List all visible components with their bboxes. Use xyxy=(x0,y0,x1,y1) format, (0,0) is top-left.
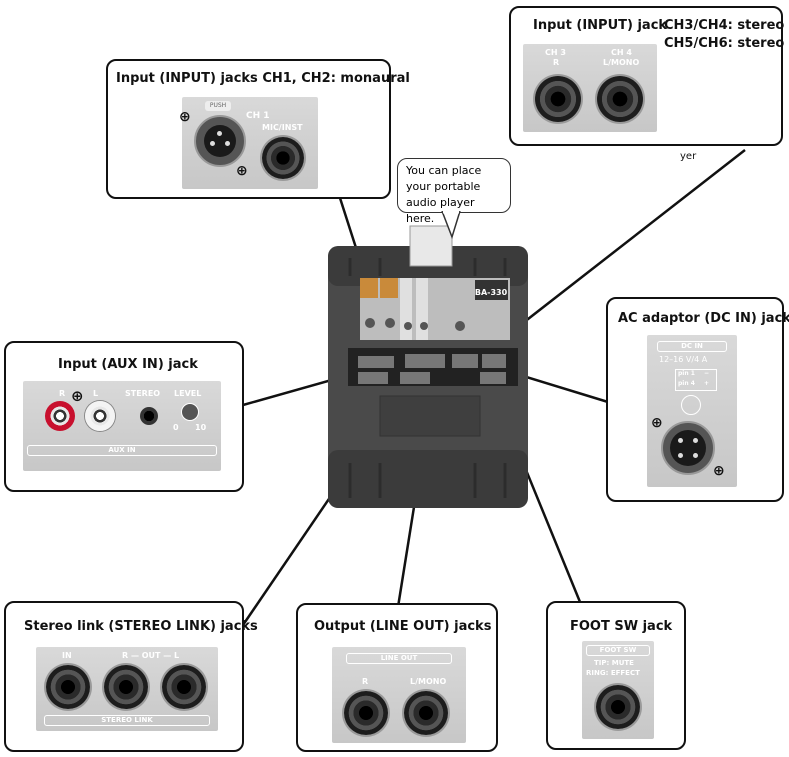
callout-subtitle-2: CH5/CH6: stereo xyxy=(664,36,785,51)
callout-subtitle-1: CH3/CH4: stereo xyxy=(664,18,785,33)
xlr-jack[interactable] xyxy=(194,115,246,167)
dc-in-bar: DC IN xyxy=(657,341,727,352)
dc-in-panel: DC IN 12–16 V/4 A pin 1 − pin 4 + ⊕ ⊕ xyxy=(647,335,737,487)
level-min: 0 xyxy=(173,423,179,432)
screw-icon: ⊕ xyxy=(236,163,248,179)
rca-r-jack[interactable] xyxy=(45,401,75,431)
foot-sw-panel: FOOT SW TIP: MUTE RING: EFFECT xyxy=(582,641,654,739)
callout-title: AC adaptor (DC IN) jack xyxy=(618,311,789,326)
level-max: 10 xyxy=(195,423,207,432)
link-out-label: R — OUT — L xyxy=(122,651,180,660)
ch4-lmono-label: L/MONO xyxy=(603,58,640,67)
pin4-sign: + xyxy=(704,380,710,387)
aux-level-label: LEVEL xyxy=(174,389,202,398)
line-out-panel: LINE OUT R L/MONO xyxy=(332,647,466,743)
link-out-l-jack[interactable] xyxy=(162,665,206,709)
dc-in-jack[interactable] xyxy=(661,421,715,475)
ch1-panel: PUSH CH 1 MIC/INST ⊕ ⊕ xyxy=(179,97,318,189)
bubble-text: You can place your portable audio player… xyxy=(406,164,482,225)
mic-inst-label: MIC/INST xyxy=(262,123,303,132)
screw-icon: ⊕ xyxy=(71,387,84,405)
line-out-l-label: L/MONO xyxy=(410,677,447,686)
callout-line-out: Output (LINE OUT) jacks LINE OUT R L/MON… xyxy=(296,603,498,752)
pin-table: pin 1 − pin 4 + xyxy=(675,369,717,391)
pin1-sign: − xyxy=(704,370,710,377)
stereo-link-panel: IN R — OUT — L STEREO LINK xyxy=(36,647,218,731)
aux-r-label: R xyxy=(59,389,66,398)
ch3-r-label: R xyxy=(553,58,560,67)
screw-icon: ⊕ xyxy=(179,109,191,125)
foot-sw-bar: FOOT SW xyxy=(586,645,650,656)
ch1-label: CH 1 xyxy=(246,111,270,121)
callout-title: Stereo link (STEREO LINK) jacks xyxy=(24,619,258,634)
ch3-ch4-panel: CH 3 R CH 4 L/MONO xyxy=(523,44,657,132)
callout-dc-in: AC adaptor (DC IN) jack DC IN 12–16 V/4 … xyxy=(606,297,789,502)
stereo-link-bar: STEREO LINK xyxy=(44,715,210,726)
callout-title: Input (INPUT) jacks CH1, CH2: monaural xyxy=(116,71,410,86)
link-in-jack[interactable] xyxy=(46,665,90,709)
line-out-bar: LINE OUT xyxy=(346,653,452,664)
line-out-r-label: R xyxy=(362,677,369,686)
screw-icon: ⊕ xyxy=(651,415,663,431)
aux-in-panel: R L STEREO LEVEL 0 10 AUX IN ⊕ xyxy=(23,381,221,471)
callout-foot-sw: FOOT SW jack FOOT SW TIP: MUTE RING: EFF… xyxy=(546,601,686,750)
callout-title: Input (AUX IN) jack xyxy=(58,357,198,372)
aux-stereo-label: STEREO xyxy=(125,389,161,398)
callout-title: Input (INPUT) jack xyxy=(533,18,668,33)
speech-bubble: You can place your portable audio player… xyxy=(397,158,511,225)
foot-sw-ring: RING: EFFECT xyxy=(586,669,640,677)
callout-title: Output (LINE OUT) jacks xyxy=(314,619,492,634)
callout-aux-in: Input (AUX IN) jack R L STEREO LEVEL 0 1… xyxy=(4,341,244,492)
ch3-jack[interactable] xyxy=(535,76,581,122)
foot-sw-tip: TIP: MUTE xyxy=(594,659,634,667)
mic-inst-jack[interactable] xyxy=(262,137,304,179)
pin-diagram-icon xyxy=(681,395,701,415)
line-out-r-jack[interactable] xyxy=(344,691,388,735)
callout-ch1-ch2: Input (INPUT) jacks CH1, CH2: monaural P… xyxy=(106,59,410,199)
ch3-label: CH 3 xyxy=(545,48,566,57)
callout-ch3-ch6: Input (INPUT) jack CH3/CH4: stereo CH5/C… xyxy=(509,6,785,146)
stereo-mini-jack[interactable] xyxy=(140,407,158,425)
stray-text: yer xyxy=(680,151,697,162)
dc-voltage: 12–16 V/4 A xyxy=(659,355,708,364)
screw-icon: ⊕ xyxy=(713,463,725,479)
amplifier-device: BA-330 xyxy=(328,225,528,508)
link-in-label: IN xyxy=(62,651,72,660)
ch4-jack[interactable] xyxy=(597,76,643,122)
callout-title: FOOT SW jack xyxy=(570,619,673,634)
ch4-label: CH 4 xyxy=(611,48,632,57)
aux-in-bar: AUX IN xyxy=(27,445,217,456)
aux-l-label: L xyxy=(93,389,99,398)
bubble-tail xyxy=(441,211,461,240)
foot-sw-jack[interactable] xyxy=(596,685,640,729)
pin4-label: pin 4 xyxy=(678,380,695,387)
pin1-label: pin 1 xyxy=(678,370,695,377)
callout-stereo-link: Stereo link (STEREO LINK) jacks IN R — O… xyxy=(4,601,258,752)
push-tab: PUSH xyxy=(205,101,231,111)
line-out-l-jack[interactable] xyxy=(404,691,448,735)
link-out-r-jack[interactable] xyxy=(104,665,148,709)
rca-l-jack[interactable] xyxy=(85,401,115,431)
device-model: BA-330 xyxy=(475,288,508,297)
level-knob[interactable] xyxy=(181,403,199,421)
